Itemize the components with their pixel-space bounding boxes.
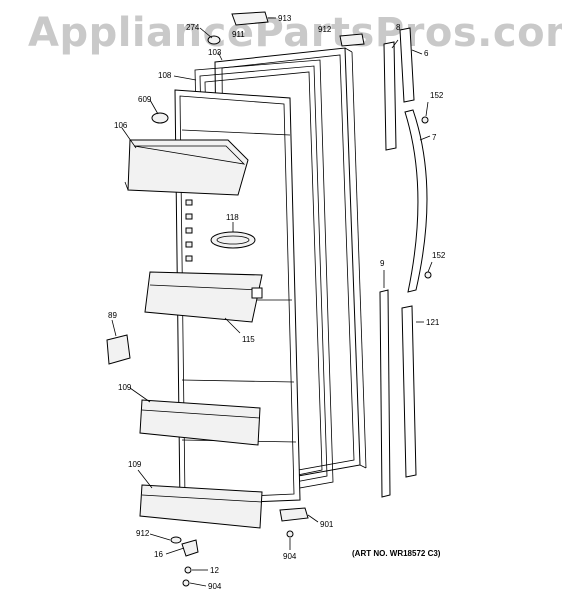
callout-115: 115 bbox=[242, 335, 255, 344]
callout-121: 121 bbox=[426, 318, 440, 327]
callout-6: 6 bbox=[424, 49, 429, 58]
leader-lines bbox=[111, 17, 433, 587]
callout-9: 9 bbox=[380, 259, 385, 268]
part-9-121-trim bbox=[379, 289, 417, 498]
callout-274: 274 bbox=[186, 23, 200, 32]
part-106-dairy-door bbox=[124, 139, 249, 196]
callout-8: 8 bbox=[396, 23, 401, 32]
callout-904-a: 904 bbox=[283, 552, 297, 561]
callout-16: 16 bbox=[154, 550, 163, 559]
watermark: AppliancePartsPros.com bbox=[28, 10, 562, 56]
callout-152-b: 152 bbox=[432, 251, 446, 260]
part-115-bin bbox=[144, 271, 263, 323]
callout-609: 609 bbox=[138, 95, 152, 104]
callout-911: 911 bbox=[232, 30, 245, 39]
hinge-parts bbox=[170, 530, 294, 587]
callout-labels: 913 274 911 103 912 8 6 108 609 152 106 … bbox=[108, 14, 446, 591]
callout-12: 12 bbox=[210, 566, 219, 575]
callout-109-upper: 109 bbox=[118, 383, 132, 392]
part-118-tray bbox=[210, 231, 256, 249]
callout-912: 912 bbox=[136, 529, 150, 538]
callout-106: 106 bbox=[114, 121, 128, 130]
part-8-6-trim bbox=[383, 27, 415, 151]
callout-89: 89 bbox=[108, 311, 117, 320]
callout-152-a: 152 bbox=[430, 91, 444, 100]
part-7-handle bbox=[404, 109, 432, 293]
callout-913: 913 bbox=[278, 14, 292, 23]
part-609-knob bbox=[151, 112, 169, 124]
part-89-clip bbox=[106, 334, 131, 365]
callout-7: 7 bbox=[432, 133, 437, 142]
part-109-bin-lower bbox=[139, 484, 263, 529]
callout-901: 901 bbox=[320, 520, 334, 529]
art-number: (ART NO. WR18572 C3) bbox=[352, 549, 441, 558]
part-901-cover bbox=[279, 507, 309, 522]
callout-108: 108 bbox=[158, 71, 172, 80]
callout-109-lower: 109 bbox=[128, 460, 142, 469]
callout-118: 118 bbox=[226, 213, 239, 222]
callout-912-top: 912 bbox=[318, 25, 332, 34]
callout-103: 103 bbox=[208, 48, 222, 57]
part-109-bin-upper bbox=[139, 399, 261, 446]
top-hinge-parts bbox=[207, 11, 365, 47]
callout-904-b: 904 bbox=[208, 582, 222, 591]
